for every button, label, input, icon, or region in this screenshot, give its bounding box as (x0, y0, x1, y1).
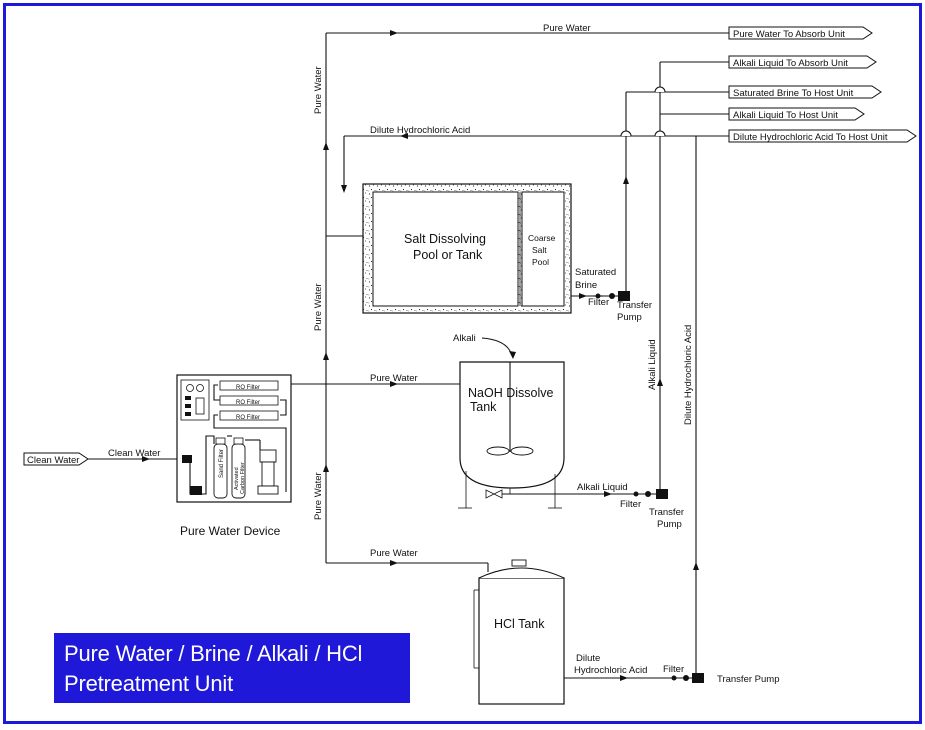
naoh-label-2: Tank (470, 400, 497, 414)
title-line-2: Pretreatment Unit (64, 671, 234, 696)
brine-filter-pump (593, 291, 630, 301)
label-pump-1: Pump (617, 312, 642, 323)
label-alkali-liquid-v: Alkali Liquid (647, 339, 658, 390)
label-pump-2: Pump (657, 519, 682, 530)
label-pure-water-v1: Pure Water (313, 66, 324, 114)
label-pure-water-v3: Pure Water (313, 472, 324, 520)
hcl-tank-label: HCl Tank (494, 617, 545, 631)
salt-pool-label-1: Salt Dissolving (404, 232, 486, 246)
output-pure-water-absorb: Pure Water To Absorb Unit (733, 29, 845, 40)
label-dilute: Dilute (576, 653, 600, 664)
label-transfer-pump-3: Transfer Pump (717, 674, 779, 685)
ro-filter-3: RO Filter (236, 415, 260, 421)
naoh-dissolve-tank: NaOH Dissolve Tank Alkali (453, 333, 565, 509)
label-hcl-acid: Hydrochloric Acid (574, 665, 647, 676)
line-labels: Pure Water Pure Water Pure Water Pure Wa… (108, 23, 779, 685)
alkali-feed-label: Alkali (453, 333, 476, 344)
salt-dissolving-pool: Salt Dissolving Pool or Tank Coarse Salt… (362, 183, 572, 314)
label-alkali-liquid-h: Alkali Liquid (577, 482, 628, 493)
hcl-filter-pump (671, 673, 704, 683)
output-alkali-absorb: Alkali Liquid To Absorb Unit (733, 58, 848, 69)
hcl-tank: HCl Tank (473, 559, 565, 705)
output-alkali-host: Alkali Liquid To Host Unit (733, 110, 838, 121)
salt-pool-label-2: Pool or Tank (413, 248, 483, 262)
pool-label: Pool (532, 257, 549, 267)
label-filter-2: Filter (620, 499, 641, 510)
coarse-label: Coarse (528, 233, 556, 243)
label-dilute-hcl-v: Dilute Hydrochloric Acid (683, 325, 694, 425)
alkali-filter-pump (633, 489, 668, 499)
label-pure-water-hcl: Pure Water (370, 548, 418, 559)
label-brine: Brine (575, 280, 597, 291)
label-filter-1: Filter (588, 297, 609, 308)
title-banner: Pure Water / Brine / Alkali / HCl Pretre… (54, 633, 410, 703)
label-filter-3: Filter (663, 664, 684, 675)
sand-filter-label: Sand Filter (219, 449, 225, 478)
carbon-filter-label: Carbon Filter (240, 462, 246, 494)
pure-water-device-label: Pure Water Device (180, 524, 281, 538)
output-dilute-hcl-host: Dilute Hydrochloric Acid To Host Unit (733, 132, 888, 143)
ro-filter-1: RO Filter (236, 385, 260, 391)
line-crossings (620, 86, 666, 137)
naoh-label-1: NaOH Dissolve (468, 386, 553, 400)
salt-label: Salt (532, 245, 547, 255)
input-clean-water: Clean Water (27, 455, 79, 466)
output-brine-host: Saturated Brine To Host Unit (733, 88, 854, 99)
label-transfer-1: Transfer (617, 300, 652, 311)
label-dilute-hcl-top: Dilute Hydrochloric Acid (370, 125, 470, 136)
label-transfer-2: Transfer (649, 507, 684, 518)
ro-filter-2: RO Filter (236, 400, 260, 406)
label-saturated: Saturated (575, 267, 616, 278)
title-line-1: Pure Water / Brine / Alkali / HCl (64, 641, 363, 666)
pure-water-device: RO Filter RO Filter RO Filter Sand Filte… (176, 374, 292, 538)
label-pure-water-v2: Pure Water (313, 283, 324, 331)
label-pure-water-top: Pure Water (543, 23, 591, 34)
label-clean-water-line: Clean Water (108, 448, 160, 459)
diagram-frame (3, 3, 922, 724)
label-pure-water-naoh: Pure Water (370, 373, 418, 384)
activated-label: Activated (234, 467, 240, 490)
pipe-lines (86, 30, 729, 681)
output-boxes: Pure Water To Absorb Unit Alkali Liquid … (23, 26, 917, 466)
